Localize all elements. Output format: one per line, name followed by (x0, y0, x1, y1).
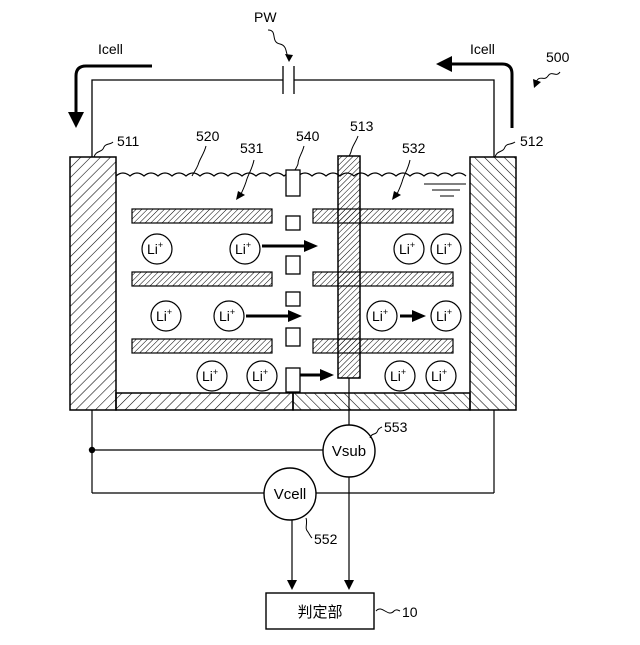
vsub-signal-arrow (344, 580, 354, 590)
region-right-ref: 532 (402, 140, 426, 156)
electrode-left-leader (94, 142, 113, 157)
pw-leader (268, 30, 293, 62)
current-right-label: Icell (470, 41, 495, 57)
current-left-label: Icell (98, 41, 123, 57)
electrode-right-ref: 512 (520, 133, 544, 149)
vcell-meter-ref: 552 (314, 531, 338, 547)
vsub-meter-ref: 553 (384, 419, 408, 435)
region-left-ref: 531 (240, 140, 264, 156)
container-bottom-left (116, 393, 293, 410)
vcell-meter-leader (306, 518, 312, 538)
electrode-right (470, 157, 516, 410)
outer-circuit (92, 66, 494, 157)
vsub-meter-label: Vsub (332, 443, 366, 460)
device-label: 500 (546, 49, 570, 65)
current-arrow-right (436, 56, 512, 128)
power-source-label: PW (254, 9, 277, 25)
device-leader (533, 72, 560, 88)
junction-dot (89, 447, 95, 453)
judge-unit-leader (376, 609, 400, 613)
electrolyte-ref: 520 (196, 128, 220, 144)
substrate-ref: 513 (350, 118, 374, 134)
substrate-leader (349, 136, 358, 156)
vcell-signal-arrow (287, 580, 297, 590)
electrode-right-leader (495, 142, 515, 157)
electrode-left-ref: 511 (117, 133, 140, 149)
vsub-meter-leader (370, 427, 382, 438)
separator-ref: 540 (296, 128, 320, 144)
judge-unit-ref: 10 (402, 604, 418, 620)
container-bottom-right (293, 393, 470, 410)
vcell-meter-label: Vcell (274, 486, 307, 503)
judge-unit-label: 判定部 (297, 603, 342, 621)
current-arrow-left (68, 66, 152, 128)
electrode-left (70, 157, 116, 410)
substrate-electrode (338, 156, 360, 378)
